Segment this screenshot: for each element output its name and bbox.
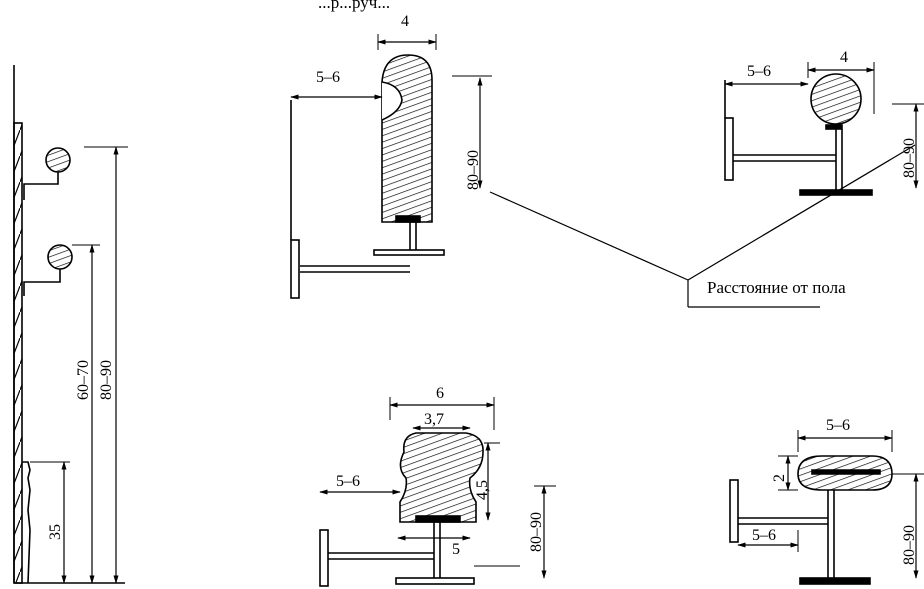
rail-top-right xyxy=(724,62,924,196)
rail-top-center-offset: 5–6 xyxy=(316,69,340,86)
rail-bottom-center-depth: 4,5 xyxy=(474,480,491,500)
callout-distance-from-floor: Расстояние от пола xyxy=(707,278,846,297)
wall-height-upper-label: 80–90 xyxy=(98,360,115,400)
rail-top-center-height: 80–90 xyxy=(465,150,482,190)
rail-top-right-width: 4 xyxy=(840,49,848,66)
rail-bottom-center xyxy=(319,397,556,587)
rail-bottom-center-outer-width: 6 xyxy=(436,385,444,402)
rail-bottom-right-thickness: 2 xyxy=(771,474,788,482)
rail-bottom-center-height: 80–90 xyxy=(528,512,545,552)
wall-height-low-label: 35 xyxy=(47,524,64,540)
rail-bottom-center-inner-width: 3,7 xyxy=(424,411,444,428)
rail-top-center xyxy=(290,34,492,299)
rail-bottom-center-offset: 5–6 xyxy=(336,473,360,490)
rail-bottom-right xyxy=(729,430,924,585)
rail-top-right-height: 80–90 xyxy=(901,138,918,178)
rail-bottom-center-base: 5 xyxy=(452,541,460,558)
callout-leaders xyxy=(489,144,916,308)
wall-profile xyxy=(13,65,128,584)
rail-bottom-right-width: 5–6 xyxy=(826,417,850,434)
rail-top-center-width: 4 xyxy=(401,13,409,30)
rail-bottom-right-offset: 5–6 xyxy=(752,527,776,544)
rail-top-right-offset: 5–6 xyxy=(747,63,771,80)
rail-bottom-right-height: 80–90 xyxy=(901,525,918,565)
header-caption: ...р...руч... xyxy=(318,0,390,12)
wall-height-middle-label: 60–70 xyxy=(75,360,92,400)
